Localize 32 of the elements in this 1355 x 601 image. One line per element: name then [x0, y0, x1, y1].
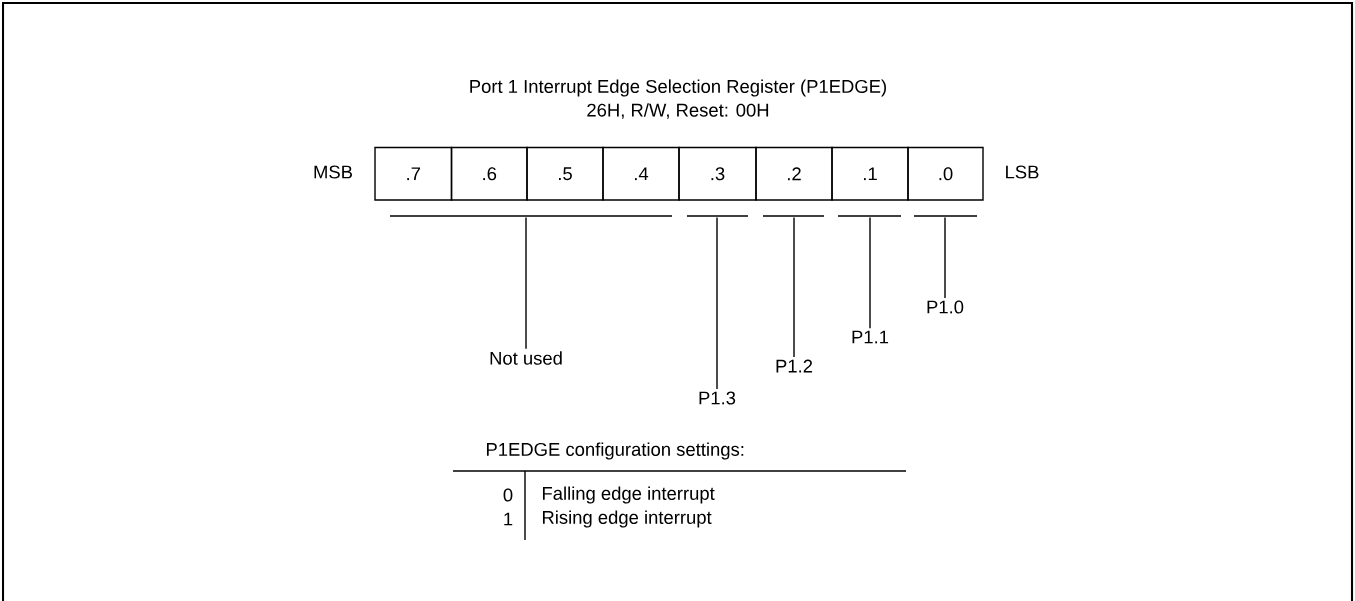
lsb-label: LSB — [1006, 165, 1039, 179]
bit-cell: .4 — [602, 146, 680, 201]
bit-cell: .2 — [755, 146, 833, 201]
leader-line — [716, 216, 718, 390]
bit-label: P1.2 — [776, 359, 813, 373]
bracket-line — [838, 215, 901, 217]
title: Port 1 Interrupt Edge Selection Register (P1EDGE) — [470, 79, 886, 97]
leader-line — [869, 216, 871, 329]
table-heading: P1EDGE configuration settings: — [487, 442, 744, 460]
bit-cell: .3 — [678, 146, 757, 201]
bracket-line — [763, 215, 824, 217]
bit-cell: .5 — [526, 146, 604, 201]
leader-line — [793, 216, 795, 358]
register-info: 26H, R/W, Reset: 00H — [587, 103, 769, 119]
setting-description: Rising edge interrupt — [543, 510, 712, 528]
msb-label: MSB — [314, 165, 352, 179]
bit-label: P1.1 — [852, 330, 889, 344]
bit-cell: .6 — [450, 146, 528, 201]
bit-cell: .7 — [374, 146, 453, 201]
bit-cell: .0 — [907, 146, 984, 201]
bracket-line — [914, 215, 977, 217]
bracket-line — [687, 215, 748, 217]
leader-line — [944, 216, 946, 299]
bracket-line — [390, 215, 672, 217]
leader-line — [525, 216, 527, 350]
setting-value: 0 — [503, 488, 513, 502]
bit-label: P1.3 — [699, 391, 736, 405]
bit-label: Not used — [490, 351, 562, 365]
setting-description: Falling edge interrupt — [543, 486, 715, 504]
bit-cell: .1 — [831, 146, 909, 201]
setting-value: 1 — [504, 512, 513, 526]
bit-label: P1.0 — [927, 300, 964, 314]
